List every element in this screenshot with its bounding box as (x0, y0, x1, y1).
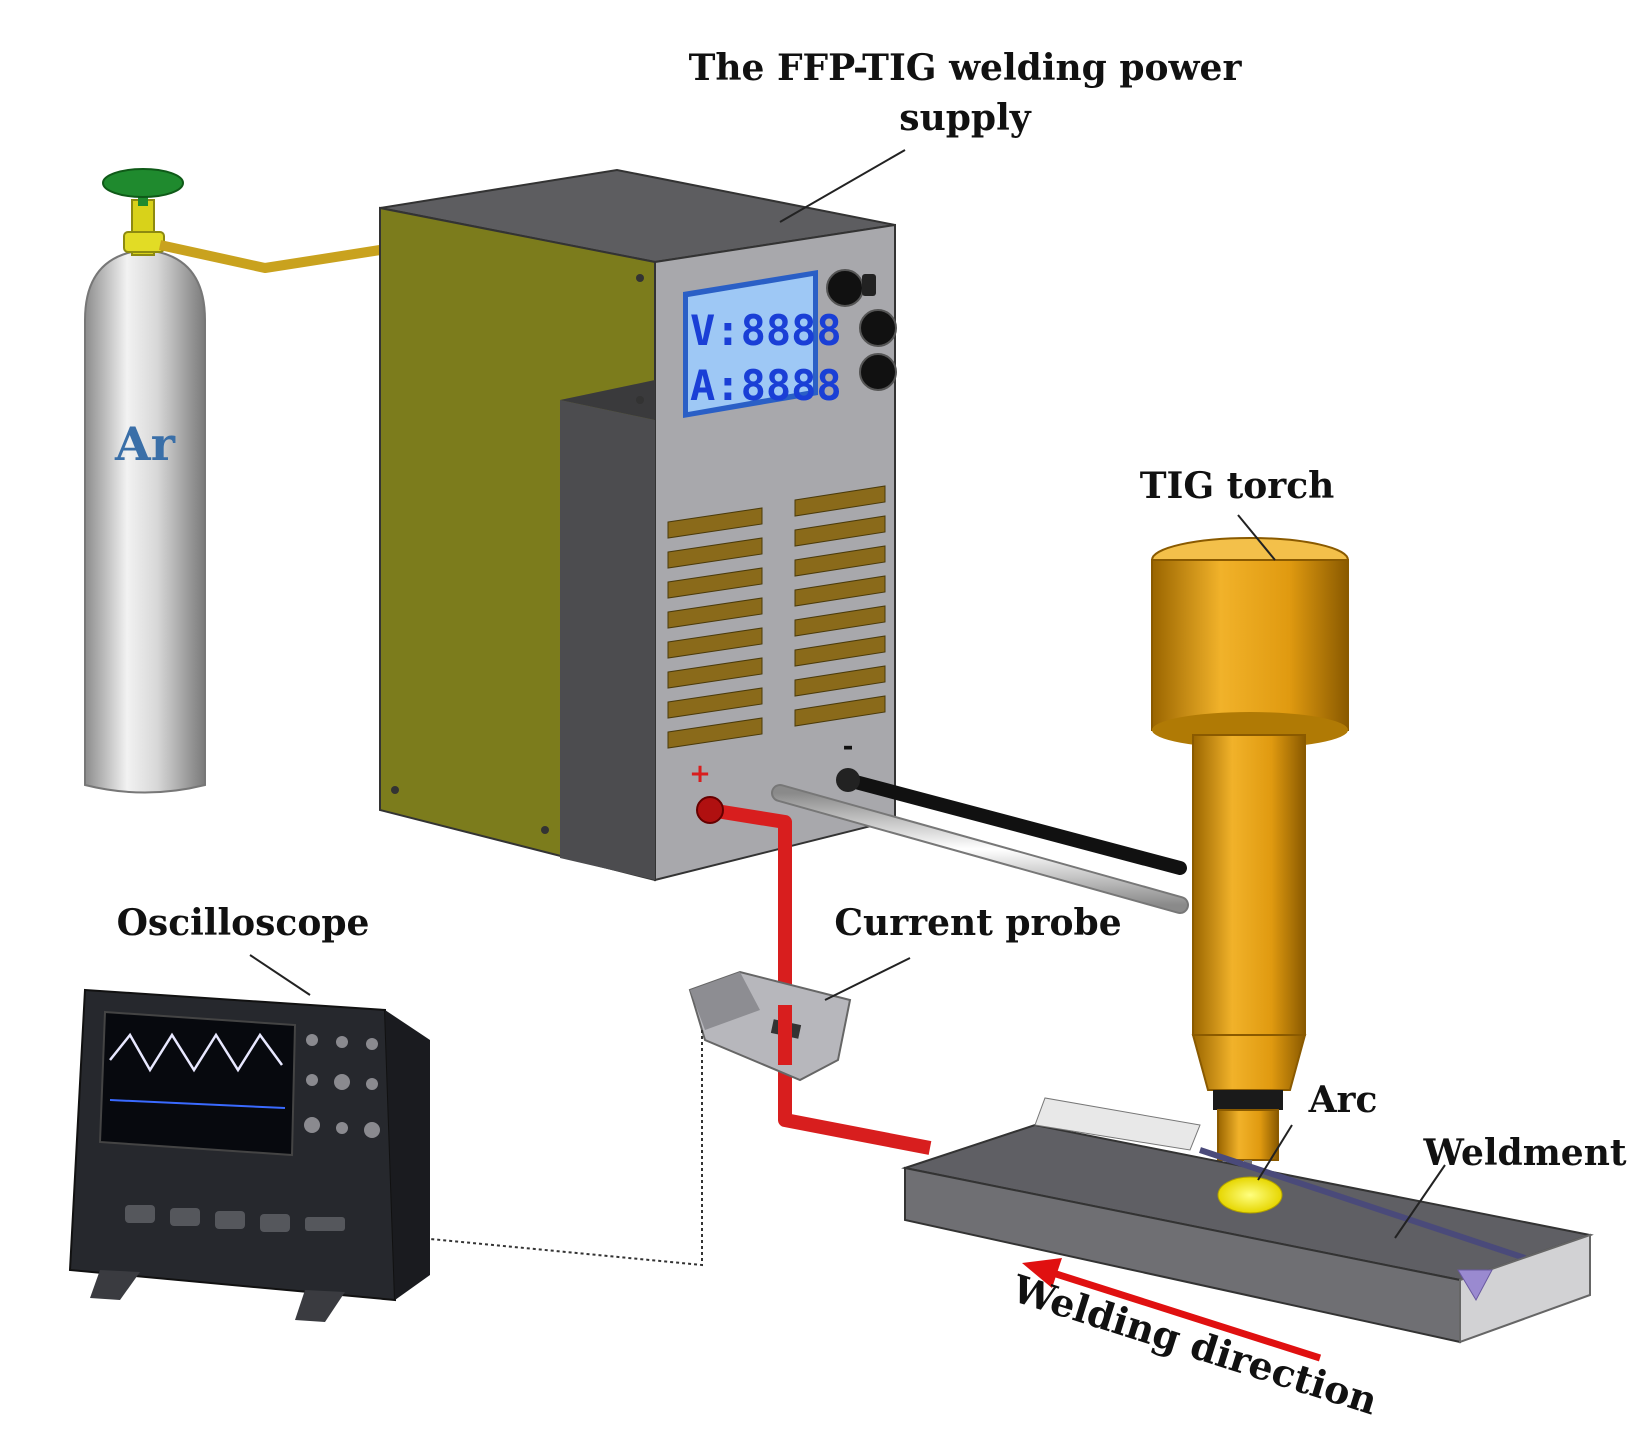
lcd-display: V:8888 A:8888 (683, 270, 842, 418)
valve-handwheel-icon (102, 168, 184, 198)
negative-terminal-sign: - (843, 732, 854, 762)
welding-direction-arrow (1022, 1258, 1322, 1362)
scope-knob-icon[interactable] (364, 1122, 380, 1138)
current-readout: A:8888 (690, 361, 842, 410)
current-probe (688, 970, 852, 1082)
oscilloscope-label: Oscilloscope (117, 902, 370, 944)
scope-knob-icon[interactable] (306, 1034, 318, 1046)
knob-icon[interactable] (859, 309, 897, 347)
tig-torch (1151, 537, 1349, 1182)
welding-power-supply: V:8888 A:8888 (379, 168, 897, 882)
scope-knob-icon[interactable] (366, 1078, 378, 1090)
oscilloscope (68, 988, 430, 1322)
scope-knob-icon[interactable] (306, 1074, 318, 1086)
probe-signal-line (419, 1030, 703, 1267)
scope-foot-right-icon (295, 1290, 345, 1322)
scope-foot-left-icon (90, 1270, 140, 1300)
welding-arc-icon (1217, 1176, 1283, 1214)
toggle-switch-icon[interactable] (862, 274, 876, 296)
leader-lines (249, 149, 1446, 1239)
cylinder-gas-label: Ar (114, 417, 176, 471)
negative-terminal-icon (836, 768, 860, 792)
positive-terminal-sign: + (689, 759, 711, 789)
weldment-label: Weldment (1422, 1132, 1626, 1174)
power-supply-label-line2: supply (899, 97, 1031, 139)
arc-label: Arc (1308, 1079, 1378, 1121)
scope-knob-icon[interactable] (366, 1038, 378, 1050)
negative-cable (841, 773, 1187, 875)
gas-hose (158, 240, 381, 273)
argon-cylinder: Ar (84, 168, 206, 794)
tig-torch-label: TIG torch (1140, 465, 1335, 507)
oscilloscope-screen (98, 1010, 297, 1157)
current-probe-label: Current probe (834, 902, 1121, 944)
positive-terminal-icon (696, 796, 724, 824)
scope-knob-icon[interactable] (336, 1122, 348, 1134)
scope-knob-icon[interactable] (304, 1117, 320, 1133)
ventilation-slots (667, 485, 886, 749)
power-supply-label-line1: The FFP-TIG welding power (689, 47, 1243, 89)
control-knobs (826, 269, 897, 391)
scope-knob-icon[interactable] (334, 1074, 350, 1090)
voltage-readout: V:8888 (690, 306, 842, 355)
positive-cable (708, 803, 932, 1155)
scope-knob-icon[interactable] (336, 1036, 348, 1048)
waveform-trace (109, 1032, 284, 1073)
weld-groove-icon (1457, 1269, 1493, 1302)
knob-icon[interactable] (859, 353, 897, 391)
knob-icon[interactable] (826, 269, 864, 307)
